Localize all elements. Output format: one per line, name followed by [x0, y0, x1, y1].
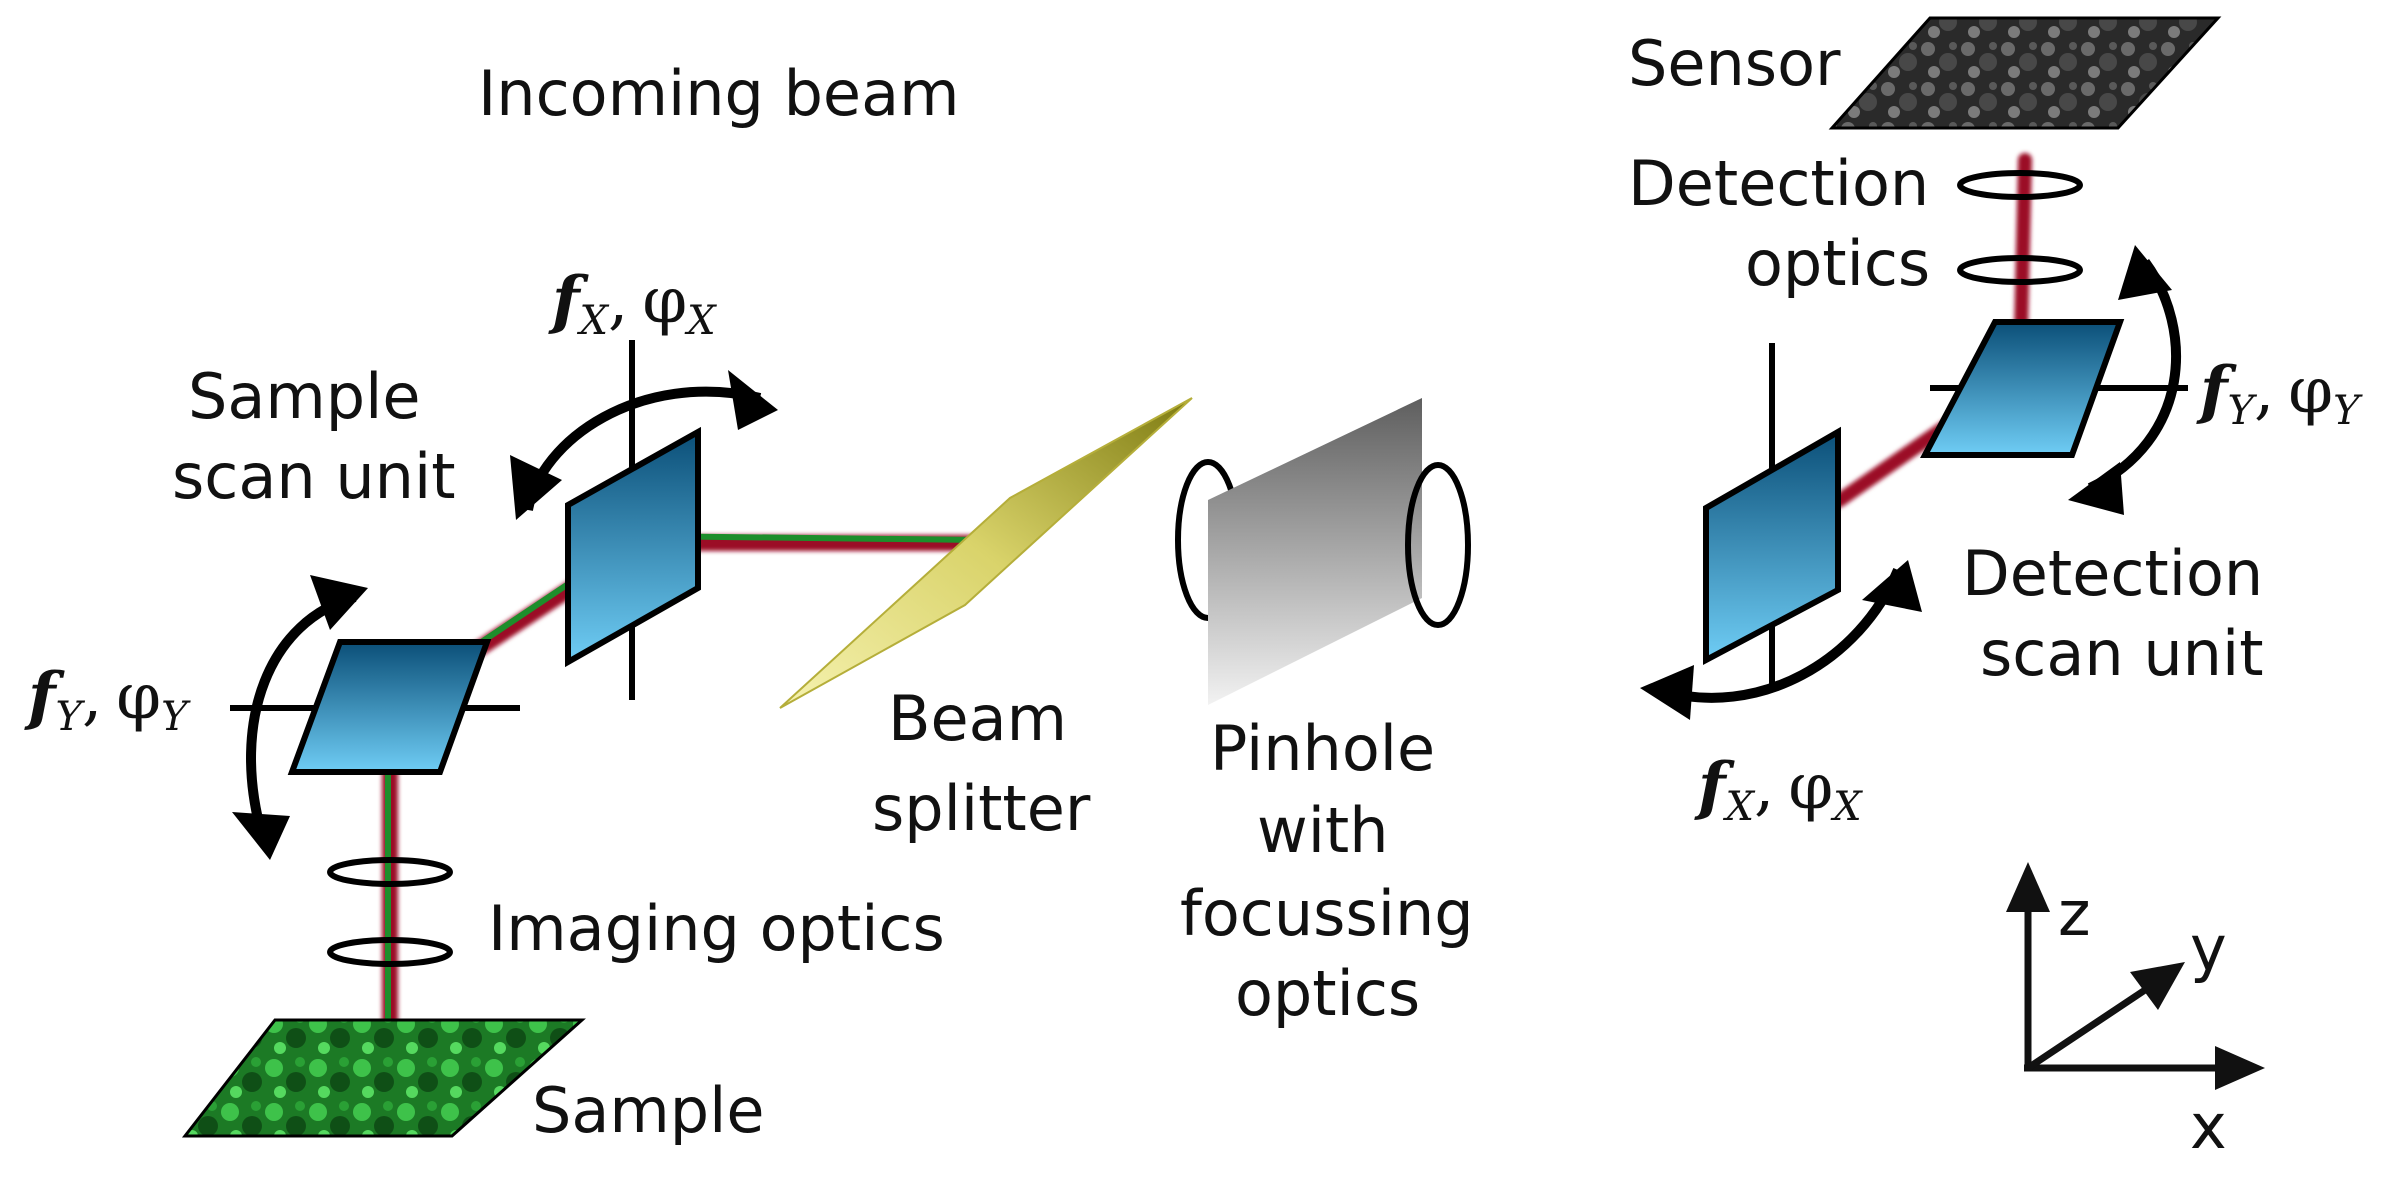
beam-splitter [779, 397, 1193, 709]
det-rotation-arrowhead-x-left [1640, 665, 1694, 720]
detection-lens-1 [1957, 170, 2083, 200]
pinhole-label-line3: focussing [1180, 877, 1474, 950]
scan-symbols: fX,φX fY,φY fX,φX fY,φY [24, 263, 2363, 830]
sample-scan-unit-label-line2: scan unit [172, 440, 456, 513]
pinhole-label-line1: Pinhole [1210, 712, 1435, 785]
detection-mirror-y [1920, 319, 2125, 458]
detection-optics-label-line2: optics [1745, 227, 1930, 300]
rotation-arrowhead-y-top [310, 575, 368, 630]
imaging-lens-2 [327, 937, 453, 967]
detection-scan-unit-label-line2: scan unit [1980, 617, 2264, 690]
incoming-beam-label: Incoming beam [478, 57, 959, 130]
sample-scan-unit [230, 340, 778, 860]
sample-x-symbol: fX,φX [548, 263, 717, 344]
det-rotation-arrowhead-x-right [1862, 560, 1922, 612]
imaging-lens-1 [327, 857, 453, 887]
focussing-lens-2 [1405, 462, 1471, 628]
pinhole-label-line4: optics [1235, 957, 1420, 1030]
axis-x-label: x [2190, 1090, 2227, 1163]
detection-optics [1957, 170, 2083, 285]
text-labels: Incoming beam Sample scan unit Beam spli… [172, 27, 2264, 1147]
det-rotation-arrowhead-y-bottom [2068, 462, 2124, 515]
detection-x-symbol: fX,φX [1694, 749, 1863, 830]
detection-mirror-x [1703, 426, 1841, 665]
rotation-arrowhead-x-left [510, 455, 562, 520]
sample-scan-unit-label-line1: Sample [188, 360, 420, 433]
sample-plane [181, 1018, 586, 1138]
axis-z-label: z [2058, 877, 2091, 950]
pinhole-assembly [1175, 398, 1471, 705]
sensor-label: Sensor [1628, 27, 1841, 100]
pinhole-plate [1208, 398, 1422, 705]
sensor-plane [1828, 16, 2222, 130]
sample-label: Sample [532, 1074, 764, 1147]
detection-lens-2 [1957, 255, 2083, 285]
imaging-optics [327, 857, 453, 967]
detection-optics-label-line1: Detection [1628, 147, 1929, 220]
axis-z-arrowhead [2006, 862, 2050, 912]
axis-y-label: y [2190, 912, 2227, 985]
detection-scan-unit [1640, 245, 2188, 720]
detection-scan-unit-label-line1: Detection [1962, 537, 2263, 610]
axis-x-arrowhead [2215, 1046, 2265, 1090]
beam-splitter-label-line1: Beam [888, 682, 1067, 755]
axis-y-line [2026, 987, 2147, 1071]
sample-mirror-x [565, 426, 701, 668]
rotation-arrowhead-y-bottom [232, 812, 290, 860]
beam-splitter-label-line2: splitter [872, 772, 1091, 845]
imaging-optics-label: Imaging optics [488, 892, 945, 965]
det-rotation-arrowhead-y-top [2118, 245, 2172, 300]
rotation-arrowhead-x-right [728, 370, 778, 430]
coordinate-axes: z y x [2006, 862, 2265, 1163]
sample-y-symbol: fY,φY [24, 659, 191, 740]
sample-mirror-y [287, 639, 492, 775]
axis-y-arrowhead [2130, 962, 2185, 1010]
detection-y-symbol: fY,φY [2196, 353, 2363, 434]
pinhole-label-line2: with [1257, 794, 1389, 867]
